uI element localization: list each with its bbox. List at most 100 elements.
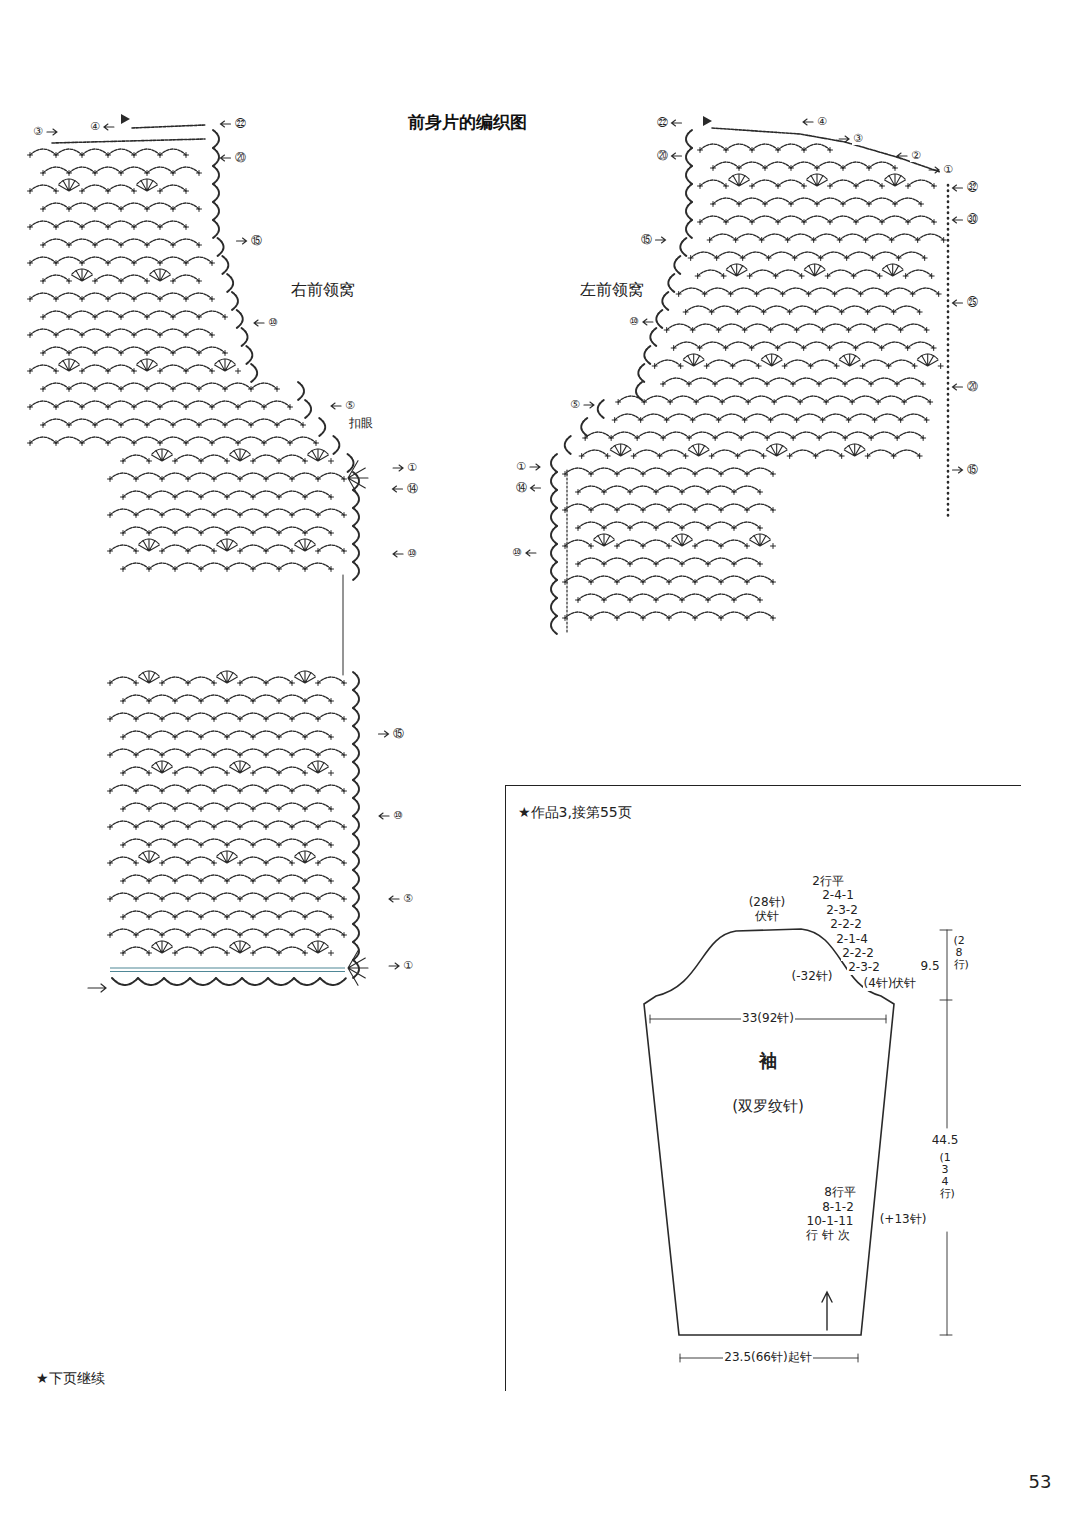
edge-scallop bbox=[353, 906, 359, 924]
chain-arc bbox=[121, 239, 147, 245]
dimension-text: 伏针 bbox=[754, 910, 780, 924]
chain-arc bbox=[785, 360, 811, 366]
chain-arc bbox=[134, 149, 160, 155]
chain-arc bbox=[906, 270, 932, 276]
shell-stitch bbox=[839, 354, 860, 366]
chain-arc bbox=[264, 401, 290, 407]
shell-top bbox=[689, 444, 709, 449]
sleeve-schematic: 袖(双罗纹针) bbox=[641, 926, 897, 1338]
chain-arc bbox=[710, 234, 736, 240]
shell-top bbox=[152, 761, 172, 766]
chain-arc bbox=[797, 414, 823, 420]
chain-arc bbox=[43, 275, 69, 281]
single-crochet bbox=[758, 526, 763, 531]
chain-arc bbox=[752, 342, 778, 348]
single-crochet bbox=[771, 544, 776, 549]
chain-arc bbox=[266, 473, 292, 479]
chain-arc bbox=[669, 504, 695, 510]
chain-arc bbox=[173, 203, 199, 209]
single-crochet bbox=[184, 225, 189, 230]
chain-arc bbox=[578, 486, 604, 492]
single-crochet bbox=[342, 933, 347, 938]
section-panel: ★作品3,接第55页袖(双罗纹针) bbox=[505, 785, 1021, 1391]
chain-arc bbox=[821, 252, 847, 258]
chain-arc bbox=[175, 767, 201, 773]
chain-arc bbox=[136, 713, 162, 719]
chain-arc bbox=[826, 396, 852, 402]
chain-arc bbox=[123, 911, 149, 917]
sleeve-outline-path bbox=[644, 929, 894, 1335]
chain-arc bbox=[279, 803, 305, 809]
chain-arc bbox=[30, 149, 56, 155]
edge-scallop bbox=[353, 544, 359, 562]
shell-stitch bbox=[807, 174, 828, 186]
shell-stitch bbox=[844, 444, 865, 456]
edge-scallop bbox=[674, 256, 680, 274]
chain-arc bbox=[56, 257, 82, 263]
row-number: ⑩ bbox=[628, 316, 640, 329]
note-text: 扣眼 bbox=[348, 417, 374, 431]
chain-arc bbox=[82, 221, 108, 227]
chain-arc bbox=[707, 360, 733, 366]
chain-arc bbox=[123, 767, 149, 773]
edge-scallop bbox=[213, 184, 219, 202]
single-crochet bbox=[880, 184, 885, 189]
row-number: ⑩ bbox=[267, 317, 279, 330]
chain-arc bbox=[752, 216, 778, 222]
chain-arc bbox=[734, 558, 760, 564]
buttonhole-fan bbox=[348, 951, 368, 986]
edge-scallop bbox=[551, 472, 557, 490]
foundation-chain bbox=[110, 968, 345, 972]
chain-arc bbox=[186, 437, 212, 443]
single-crochet bbox=[54, 369, 59, 374]
chain-arc bbox=[279, 839, 305, 845]
chain-arc bbox=[123, 563, 149, 569]
chain-arc bbox=[721, 468, 747, 474]
region-label: 左前领窝 bbox=[579, 281, 645, 299]
chain-arc bbox=[30, 329, 56, 335]
chain-arc bbox=[689, 378, 715, 384]
single-crochet bbox=[329, 495, 334, 500]
chain-arc bbox=[719, 414, 745, 420]
single-crochet bbox=[802, 184, 807, 189]
chain-arc bbox=[656, 558, 682, 564]
single-crochet bbox=[329, 459, 334, 464]
chain-arc bbox=[227, 491, 253, 497]
edge-scallop bbox=[213, 130, 219, 148]
chain-arc bbox=[861, 288, 887, 294]
chain-arc bbox=[160, 329, 186, 335]
shell-stitch bbox=[230, 449, 251, 461]
chain-arc bbox=[847, 252, 873, 258]
chain-arc bbox=[110, 545, 136, 551]
row-number: ④ bbox=[816, 116, 828, 129]
chain-arc bbox=[30, 293, 56, 299]
chain-arc bbox=[160, 437, 186, 443]
chain-arc bbox=[842, 306, 868, 312]
single-crochet bbox=[147, 771, 152, 776]
chain-arc bbox=[175, 695, 201, 701]
chain-arc bbox=[162, 545, 188, 551]
chain-arc bbox=[849, 414, 875, 420]
shell-top bbox=[295, 671, 315, 676]
chain-arc bbox=[565, 612, 591, 618]
chain-arc bbox=[771, 324, 797, 330]
shell-top bbox=[729, 174, 749, 179]
chain-arc bbox=[136, 749, 162, 755]
chain-arc bbox=[643, 504, 669, 510]
chain-arc bbox=[904, 396, 930, 402]
chain-arc bbox=[175, 947, 201, 953]
chain-arc bbox=[817, 198, 843, 204]
shell-top bbox=[295, 539, 315, 544]
chain-arc bbox=[695, 468, 721, 474]
shell-top bbox=[152, 941, 172, 946]
shell-stitch bbox=[804, 264, 825, 276]
chain-arc bbox=[908, 342, 934, 348]
chain-arc bbox=[897, 432, 923, 438]
shell-top bbox=[295, 851, 315, 856]
chain-arc bbox=[225, 383, 251, 389]
chain-arc bbox=[279, 875, 305, 881]
chain-arc bbox=[305, 695, 331, 701]
single-crochet bbox=[184, 153, 189, 158]
shell-stitch bbox=[137, 359, 158, 371]
